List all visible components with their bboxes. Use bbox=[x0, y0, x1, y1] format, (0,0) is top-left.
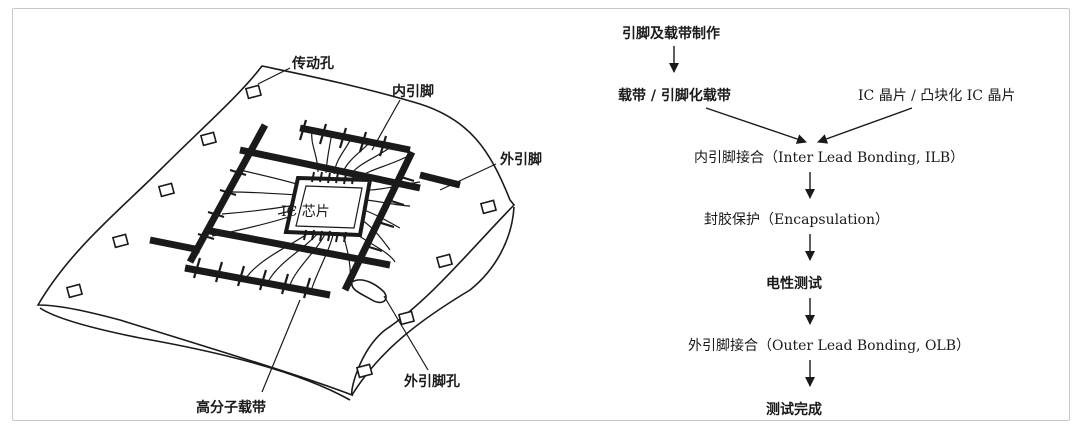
flow-arrow bbox=[817, 107, 913, 144]
flow-arrow bbox=[705, 107, 807, 144]
tape-bottom-edge bbox=[39, 307, 351, 401]
drive-hole bbox=[157, 182, 176, 198]
flow-step-test-complete: 测试完成 bbox=[766, 401, 822, 418]
process-flow: 引脚及载带制作 载带 / 引脚化载带 IC 晶片 / 凸块化 IC 晶片 内引脚… bbox=[618, 25, 1015, 418]
drive-hole bbox=[479, 199, 498, 215]
inner-leads bbox=[211, 129, 421, 289]
drive-holes bbox=[65, 84, 498, 379]
label-inner-lead: 内引脚 bbox=[392, 83, 434, 100]
flow-step-tape: 载带 / 引脚化载带 bbox=[618, 87, 731, 104]
outer-lead-hole bbox=[351, 279, 387, 304]
flow-step-electrical-test: 电性测试 bbox=[766, 275, 822, 292]
drive-hole bbox=[111, 233, 130, 249]
drive-hole bbox=[244, 84, 263, 100]
lead-frame-ties bbox=[192, 119, 415, 299]
flow-step-lead-tape-fabrication: 引脚及载带制作 bbox=[622, 25, 720, 42]
tape-right-edge bbox=[351, 206, 515, 396]
label-polymer-tape: 高分子载带 bbox=[196, 399, 266, 416]
drive-hole bbox=[397, 310, 416, 326]
drive-hole bbox=[355, 363, 374, 379]
polymer-tape-outline bbox=[36, 65, 516, 397]
drive-hole bbox=[65, 283, 84, 299]
drive-hole bbox=[435, 253, 454, 269]
ic-chip bbox=[283, 171, 373, 243]
label-drive-hole: 传动孔 bbox=[291, 55, 334, 72]
leader-lines bbox=[257, 67, 497, 393]
flow-step-ilb: 内引脚接合（Inter Lead Bonding, ILB） bbox=[694, 149, 964, 166]
tape-illustration bbox=[36, 65, 516, 401]
label-ic-chip: IC 芯片 bbox=[281, 204, 330, 220]
figure-border bbox=[12, 8, 1070, 421]
flow-step-olb: 外引脚接合（Outer Lead Bonding, OLB） bbox=[688, 337, 970, 354]
flow-step-ic-wafer: IC 晶片 / 凸块化 IC 晶片 bbox=[858, 88, 1015, 104]
label-outer-lead-hole: 外引脚孔 bbox=[404, 373, 460, 390]
drive-hole bbox=[199, 131, 218, 147]
flow-step-encapsulation: 封胶保护（Encapsulation） bbox=[704, 211, 889, 228]
label-outer-lead: 外引脚 bbox=[500, 151, 542, 168]
